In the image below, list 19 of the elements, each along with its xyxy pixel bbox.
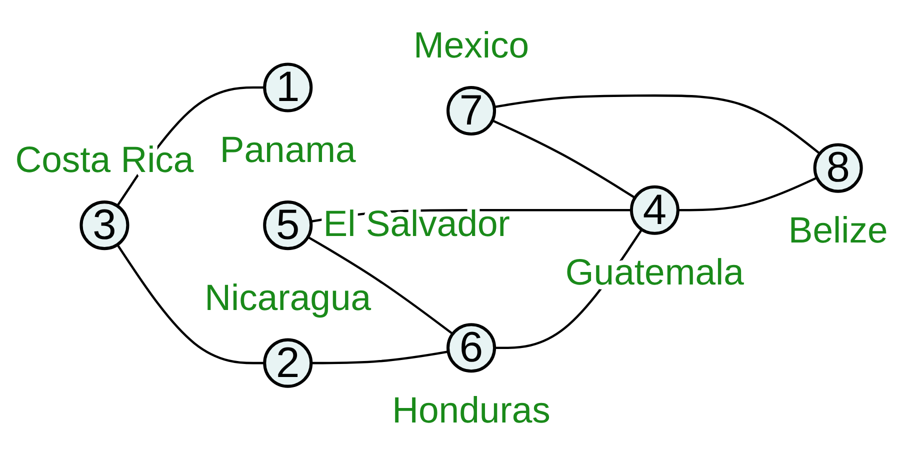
edge-line xyxy=(492,119,636,199)
node-circle: 1 xyxy=(263,62,313,112)
node-circle: 2 xyxy=(263,338,313,388)
node-circle: 7 xyxy=(446,86,496,136)
country-label: Belize xyxy=(788,210,888,251)
country-label: Mexico xyxy=(413,24,530,66)
node-circle: 5 xyxy=(263,200,313,250)
edge-line xyxy=(494,94,821,155)
node-circle: 8 xyxy=(813,143,863,193)
edge-line xyxy=(678,176,818,212)
country-label: Nicaragua xyxy=(204,276,372,318)
country-label: Honduras xyxy=(392,389,550,430)
node-circle: 6 xyxy=(446,323,496,373)
country-label: Panama xyxy=(220,129,356,170)
node-circle: 4 xyxy=(630,185,680,235)
edge-line xyxy=(116,244,265,364)
edge-line xyxy=(311,350,449,364)
node-circle: 3 xyxy=(80,200,130,250)
edge-line xyxy=(307,236,454,335)
